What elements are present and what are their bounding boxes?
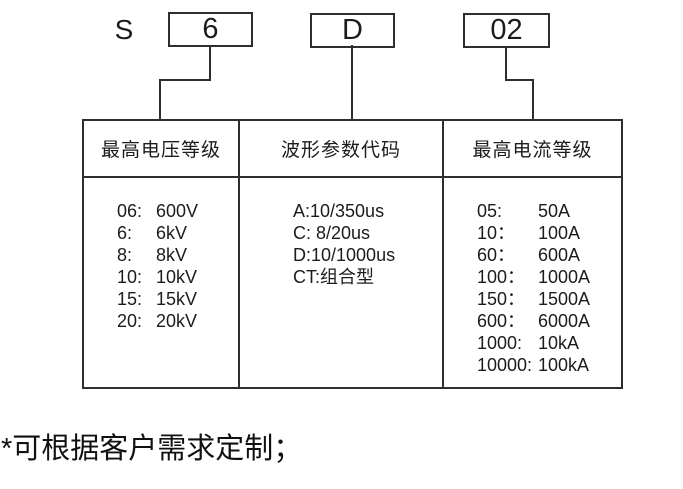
row-value: 6000A (538, 311, 591, 331)
table-row: 10000: 100kA (477, 354, 621, 376)
row-value: 600V (156, 201, 199, 221)
table-row: 600： 6000A (477, 310, 621, 332)
row-value: 1500A (538, 289, 591, 309)
row-code: 10: (117, 267, 143, 287)
row-value: 20kV (156, 311, 198, 331)
row-code: 06: (117, 201, 143, 221)
table-row: 6: 6kV (117, 222, 238, 244)
column-waveform-body: A:10/350us C: 8/20us D:10/1000us CT:组合型 (240, 178, 442, 288)
row-code: 8: (117, 245, 133, 265)
column-voltage: 最高电压等级 06: 600V 6: 6kV 8: 8kV 10: 10kV (84, 121, 238, 387)
custom-note: *可根据客户需求定制； (1, 433, 303, 465)
row-code: 100： (477, 267, 526, 287)
code-box-voltage-value: 6 (202, 13, 219, 45)
row-value: 15kV (156, 289, 198, 309)
code-box-voltage: 6 (168, 12, 253, 47)
connector-line-voltage-drop (159, 79, 161, 121)
table-row: 60： 600A (477, 244, 621, 266)
code-box-current-value: 02 (490, 14, 523, 46)
row-code: 15: (117, 289, 143, 309)
connector-line-voltage-vertical (209, 45, 211, 81)
table-row: D:10/1000us (293, 245, 396, 265)
code-box-current: 02 (463, 13, 550, 48)
column-waveform-header: 波形参数代码 (240, 121, 442, 178)
row-value: 600A (538, 245, 581, 265)
row-code: 600： (477, 311, 526, 331)
row-code: 1000: (477, 333, 523, 353)
table-row: C: 8/20us (293, 223, 371, 243)
column-current-header: 最高电流等级 (444, 121, 621, 178)
row-value: 8kV (156, 245, 188, 265)
table-row: 1000: 10kA (477, 332, 621, 354)
column-current-body: 05: 50A 10： 100A 60： 600A 100： 1000A 150… (444, 178, 621, 376)
row-value: 100A (538, 223, 581, 243)
table-row: A:10/350us (293, 201, 385, 221)
table-row: 10: 10kV (117, 266, 238, 288)
row-value: 10kV (156, 267, 198, 287)
column-waveform: 波形参数代码 A:10/350us C: 8/20us D:10/1000us … (238, 121, 442, 387)
row-value: 100kA (538, 355, 590, 375)
row-value: 50A (538, 201, 571, 221)
connector-line-current-vertical (505, 46, 507, 81)
table-row: 100： 1000A (477, 266, 621, 288)
row-code: 10： (477, 223, 516, 243)
table-row: 8: 8kV (117, 244, 238, 266)
row-value: 10kA (538, 333, 580, 353)
connector-line-waveform-drop (351, 45, 353, 121)
row-code: 20: (117, 311, 143, 331)
column-voltage-header: 最高电压等级 (84, 121, 238, 178)
column-voltage-body: 06: 600V 6: 6kV 8: 8kV 10: 10kV 15: 15 (84, 178, 238, 332)
row-code: 60： (477, 245, 516, 265)
connector-line-current-drop (532, 79, 534, 121)
row-code: 6: (117, 223, 133, 243)
table-row: 20: 20kV (117, 310, 238, 332)
row-value: 6kV (156, 223, 188, 243)
table-row: 06: 600V (117, 200, 238, 222)
table-row: 10： 100A (477, 222, 621, 244)
row-code: 10000: (477, 355, 533, 375)
row-code: 150： (477, 289, 526, 309)
table-row: CT:组合型 (293, 267, 374, 287)
model-prefix: S (114, 13, 134, 45)
table-row: 15: 15kV (117, 288, 238, 310)
row-value: 1000A (538, 267, 591, 287)
table-row: 150： 1500A (477, 288, 621, 310)
row-code: 05: (477, 201, 503, 221)
connector-line-voltage-horizontal (159, 79, 211, 81)
code-legend-table: 最高电压等级 06: 600V 6: 6kV 8: 8kV 10: 10kV (82, 119, 623, 389)
code-box-waveform-value: D (342, 14, 363, 46)
connector-line-current-horizontal (505, 79, 534, 81)
table-row: 05: 50A (477, 200, 621, 222)
column-current: 最高电流等级 05: 50A 10： 100A 60： 600A 100： 10… (442, 121, 621, 387)
code-box-waveform: D (310, 13, 395, 48)
